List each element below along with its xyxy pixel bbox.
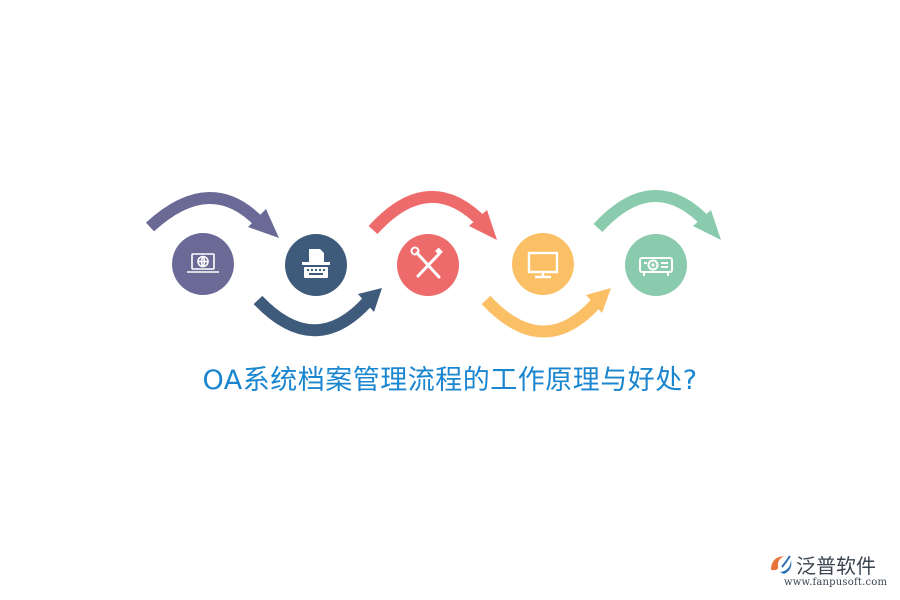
step-1-circle — [172, 233, 234, 295]
page-title: OA系统档案管理流程的工作原理与好处? — [202, 365, 698, 396]
step-2-arrow — [253, 295, 373, 337]
step-3-arrow — [368, 190, 489, 235]
step-5-circle — [625, 234, 687, 296]
step-5 — [593, 190, 721, 296]
wrench-screwdriver-icon — [410, 246, 443, 279]
fanpu-logo-icon — [771, 555, 792, 574]
step-4-circle — [512, 233, 574, 295]
brand-url: www.fanpusoft.com — [784, 577, 888, 588]
step-1-arrowhead — [248, 209, 279, 238]
step-3-arrowhead — [469, 210, 497, 240]
step-5-arrowhead — [693, 210, 721, 240]
step-4-arrowhead — [586, 288, 611, 313]
projector-icon — [639, 257, 673, 276]
step-2-arrowhead — [358, 288, 382, 312]
step-5-arrow — [593, 190, 713, 233]
step-2 — [253, 234, 382, 337]
step-1 — [145, 192, 279, 295]
laptop-globe-icon — [187, 253, 219, 273]
brand-logo-block: 泛普软件 www.fanpusoft.com — [768, 552, 892, 592]
step-4 — [481, 233, 611, 338]
step-3 — [368, 190, 497, 296]
step-4-arrow — [481, 295, 602, 338]
brand-name: 泛普软件 — [796, 554, 876, 578]
monitor-icon — [527, 251, 559, 279]
step-1-arrow — [145, 192, 267, 232]
typewriter-icon — [302, 249, 330, 278]
